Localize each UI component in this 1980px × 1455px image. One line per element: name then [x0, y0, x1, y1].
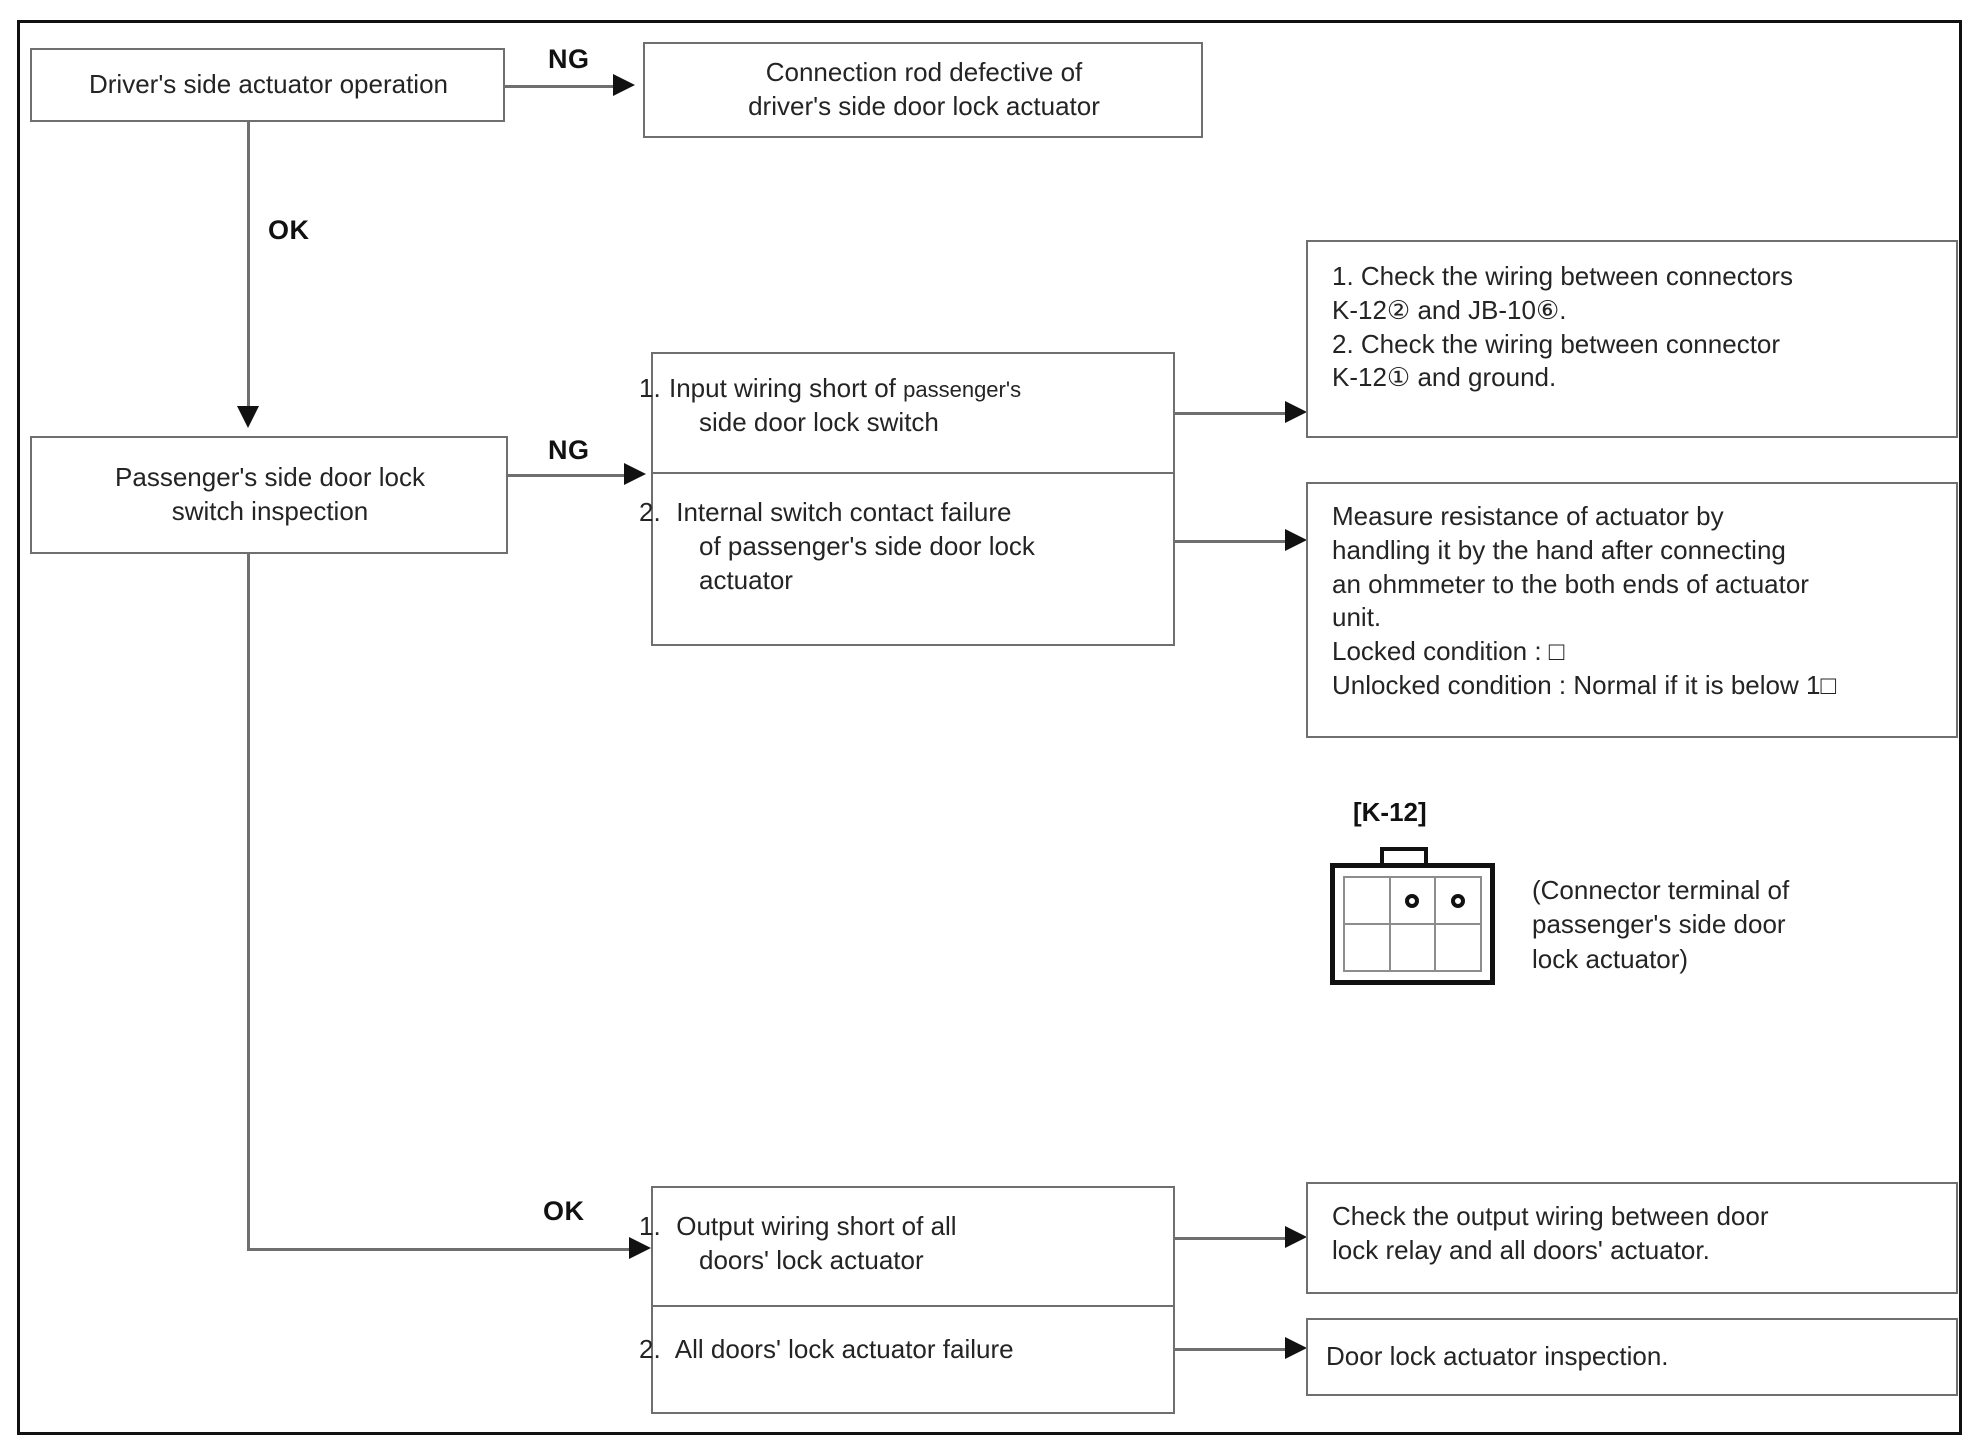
node-passenger-ng-cause-2-text: Internal switch contact failure of passe…: [676, 497, 1035, 595]
node-wiring-check-line-4: K-12① and ground.: [1332, 362, 1557, 393]
connector-terminal-grid: [1343, 876, 1482, 972]
node-driver-ng-result-label: Connection rod defective of driver's sid…: [748, 57, 1100, 121]
node-passenger-check-label: Passenger's side door lock switch inspec…: [115, 462, 425, 526]
node-passenger-ok-cause-1[interactable]: 1. Output wiring short of all doors' loc…: [639, 1188, 1173, 1305]
edge-driver-ng-line: [505, 85, 615, 88]
node-wiring-check-line-1: 1. Check the wiring between connectors: [1332, 261, 1794, 291]
node-passenger-ok-cause-2-text: All doors' lock actuator failure: [674, 1334, 1014, 1364]
node-actuator-inspection-result[interactable]: Door lock actuator inspection.: [1306, 1318, 1958, 1396]
edge-driver-ng-label: NG: [548, 44, 590, 74]
node-wiring-check-line-3: 2. Check the wiring between connector: [1332, 328, 1781, 359]
edge-driver-ok-label: OK: [268, 215, 310, 245]
edge-okcause2-arrow: [1285, 1337, 1307, 1359]
node-passenger-ok-cause-1-text: Output wiring short of all doors' lock a…: [676, 1211, 957, 1275]
node-resistance-check-label: Measure resistance of actuator by handli…: [1332, 501, 1837, 700]
edge-passenger-ok-label: OK: [543, 1196, 585, 1226]
node-passenger-ng-cause-1-text-a: Input wiring short of: [669, 373, 904, 403]
connector-pin-2-icon: [1451, 893, 1466, 908]
connector-cell-r1c2: [1388, 876, 1437, 925]
edge-passenger-ng-line: [508, 474, 628, 477]
node-driver-check-label: Driver's side actuator operation: [88, 69, 449, 100]
node-passenger-check[interactable]: Passenger's side door lock switch inspec…: [30, 436, 508, 554]
edge-driver-ok-arrow: [237, 406, 259, 428]
node-actuator-inspection-result-label: Door lock actuator inspection.: [1326, 1341, 1669, 1372]
node-passenger-ng-cause-1-text-b: passenger's: [903, 377, 1022, 402]
connector-cell-r2c1: [1343, 923, 1391, 972]
edge-okcause1-line: [1175, 1237, 1290, 1240]
node-passenger-ng-causes[interactable]: 1.Input wiring short of passenger's side…: [639, 352, 1175, 646]
connector-symbol-group: [K-12] (Connector terminal of passenger'…: [1300, 795, 1960, 1005]
edge-driver-ok-line: [247, 122, 250, 410]
node-wiring-check-line-2: K-12② and JB-10⑥.: [1332, 294, 1567, 325]
connector-cell-r2c2: [1388, 923, 1437, 972]
node-output-wiring-result-label: Check the output wiring between door loc…: [1332, 1201, 1769, 1265]
edge-passenger-ng-label: NG: [548, 435, 590, 465]
edge-cause2-to-resistance-line: [1175, 540, 1290, 543]
node-passenger-ok-cause-2[interactable]: 2. All doors' lock actuator failure: [639, 1305, 1173, 1412]
connector-cell-r2c3: [1434, 923, 1482, 972]
node-wiring-check[interactable]: 1. Check the wiring between connectors K…: [1306, 240, 1958, 438]
edge-passenger-ok-vline: [247, 554, 250, 1250]
edge-okcause1-arrow: [1285, 1226, 1307, 1248]
connector-caption: (Connector terminal of passenger's side …: [1532, 875, 1790, 974]
node-driver-ng-result[interactable]: Connection rod defective of driver's sid…: [643, 42, 1203, 138]
node-passenger-ng-cause-1-text-c: side door lock switch: [699, 406, 939, 437]
connector-tag-label: [K-12]: [1353, 797, 1427, 827]
connector-housing-icon: [1330, 863, 1495, 985]
node-output-wiring-result[interactable]: Check the output wiring between door loc…: [1306, 1182, 1958, 1294]
node-passenger-ng-cause-1[interactable]: 1.Input wiring short of passenger's side…: [639, 354, 1173, 472]
edge-cause1-to-wiring-line: [1175, 412, 1290, 415]
connector-latch-tab: [1380, 847, 1428, 865]
connector-pin-1-icon: [1405, 893, 1420, 908]
edge-cause1-to-wiring-arrow: [1285, 401, 1307, 423]
edge-cause2-to-resistance-arrow: [1285, 529, 1307, 551]
connector-cell-r1c1: [1343, 876, 1391, 925]
node-driver-check[interactable]: Driver's side actuator operation: [30, 48, 505, 122]
edge-okcause2-line: [1175, 1348, 1290, 1351]
node-passenger-ok-causes[interactable]: 1. Output wiring short of all doors' loc…: [639, 1186, 1175, 1414]
node-resistance-check[interactable]: Measure resistance of actuator by handli…: [1306, 482, 1958, 738]
node-passenger-ng-cause-2[interactable]: 2. Internal switch contact failure of pa…: [639, 472, 1173, 644]
edge-passenger-ok-hline: [247, 1248, 633, 1251]
edge-driver-ng-arrow: [613, 74, 635, 96]
edge-passenger-ok-arrow: [629, 1237, 651, 1259]
connector-cell-r1c3: [1434, 876, 1482, 925]
edge-passenger-ng-arrow: [624, 463, 646, 485]
